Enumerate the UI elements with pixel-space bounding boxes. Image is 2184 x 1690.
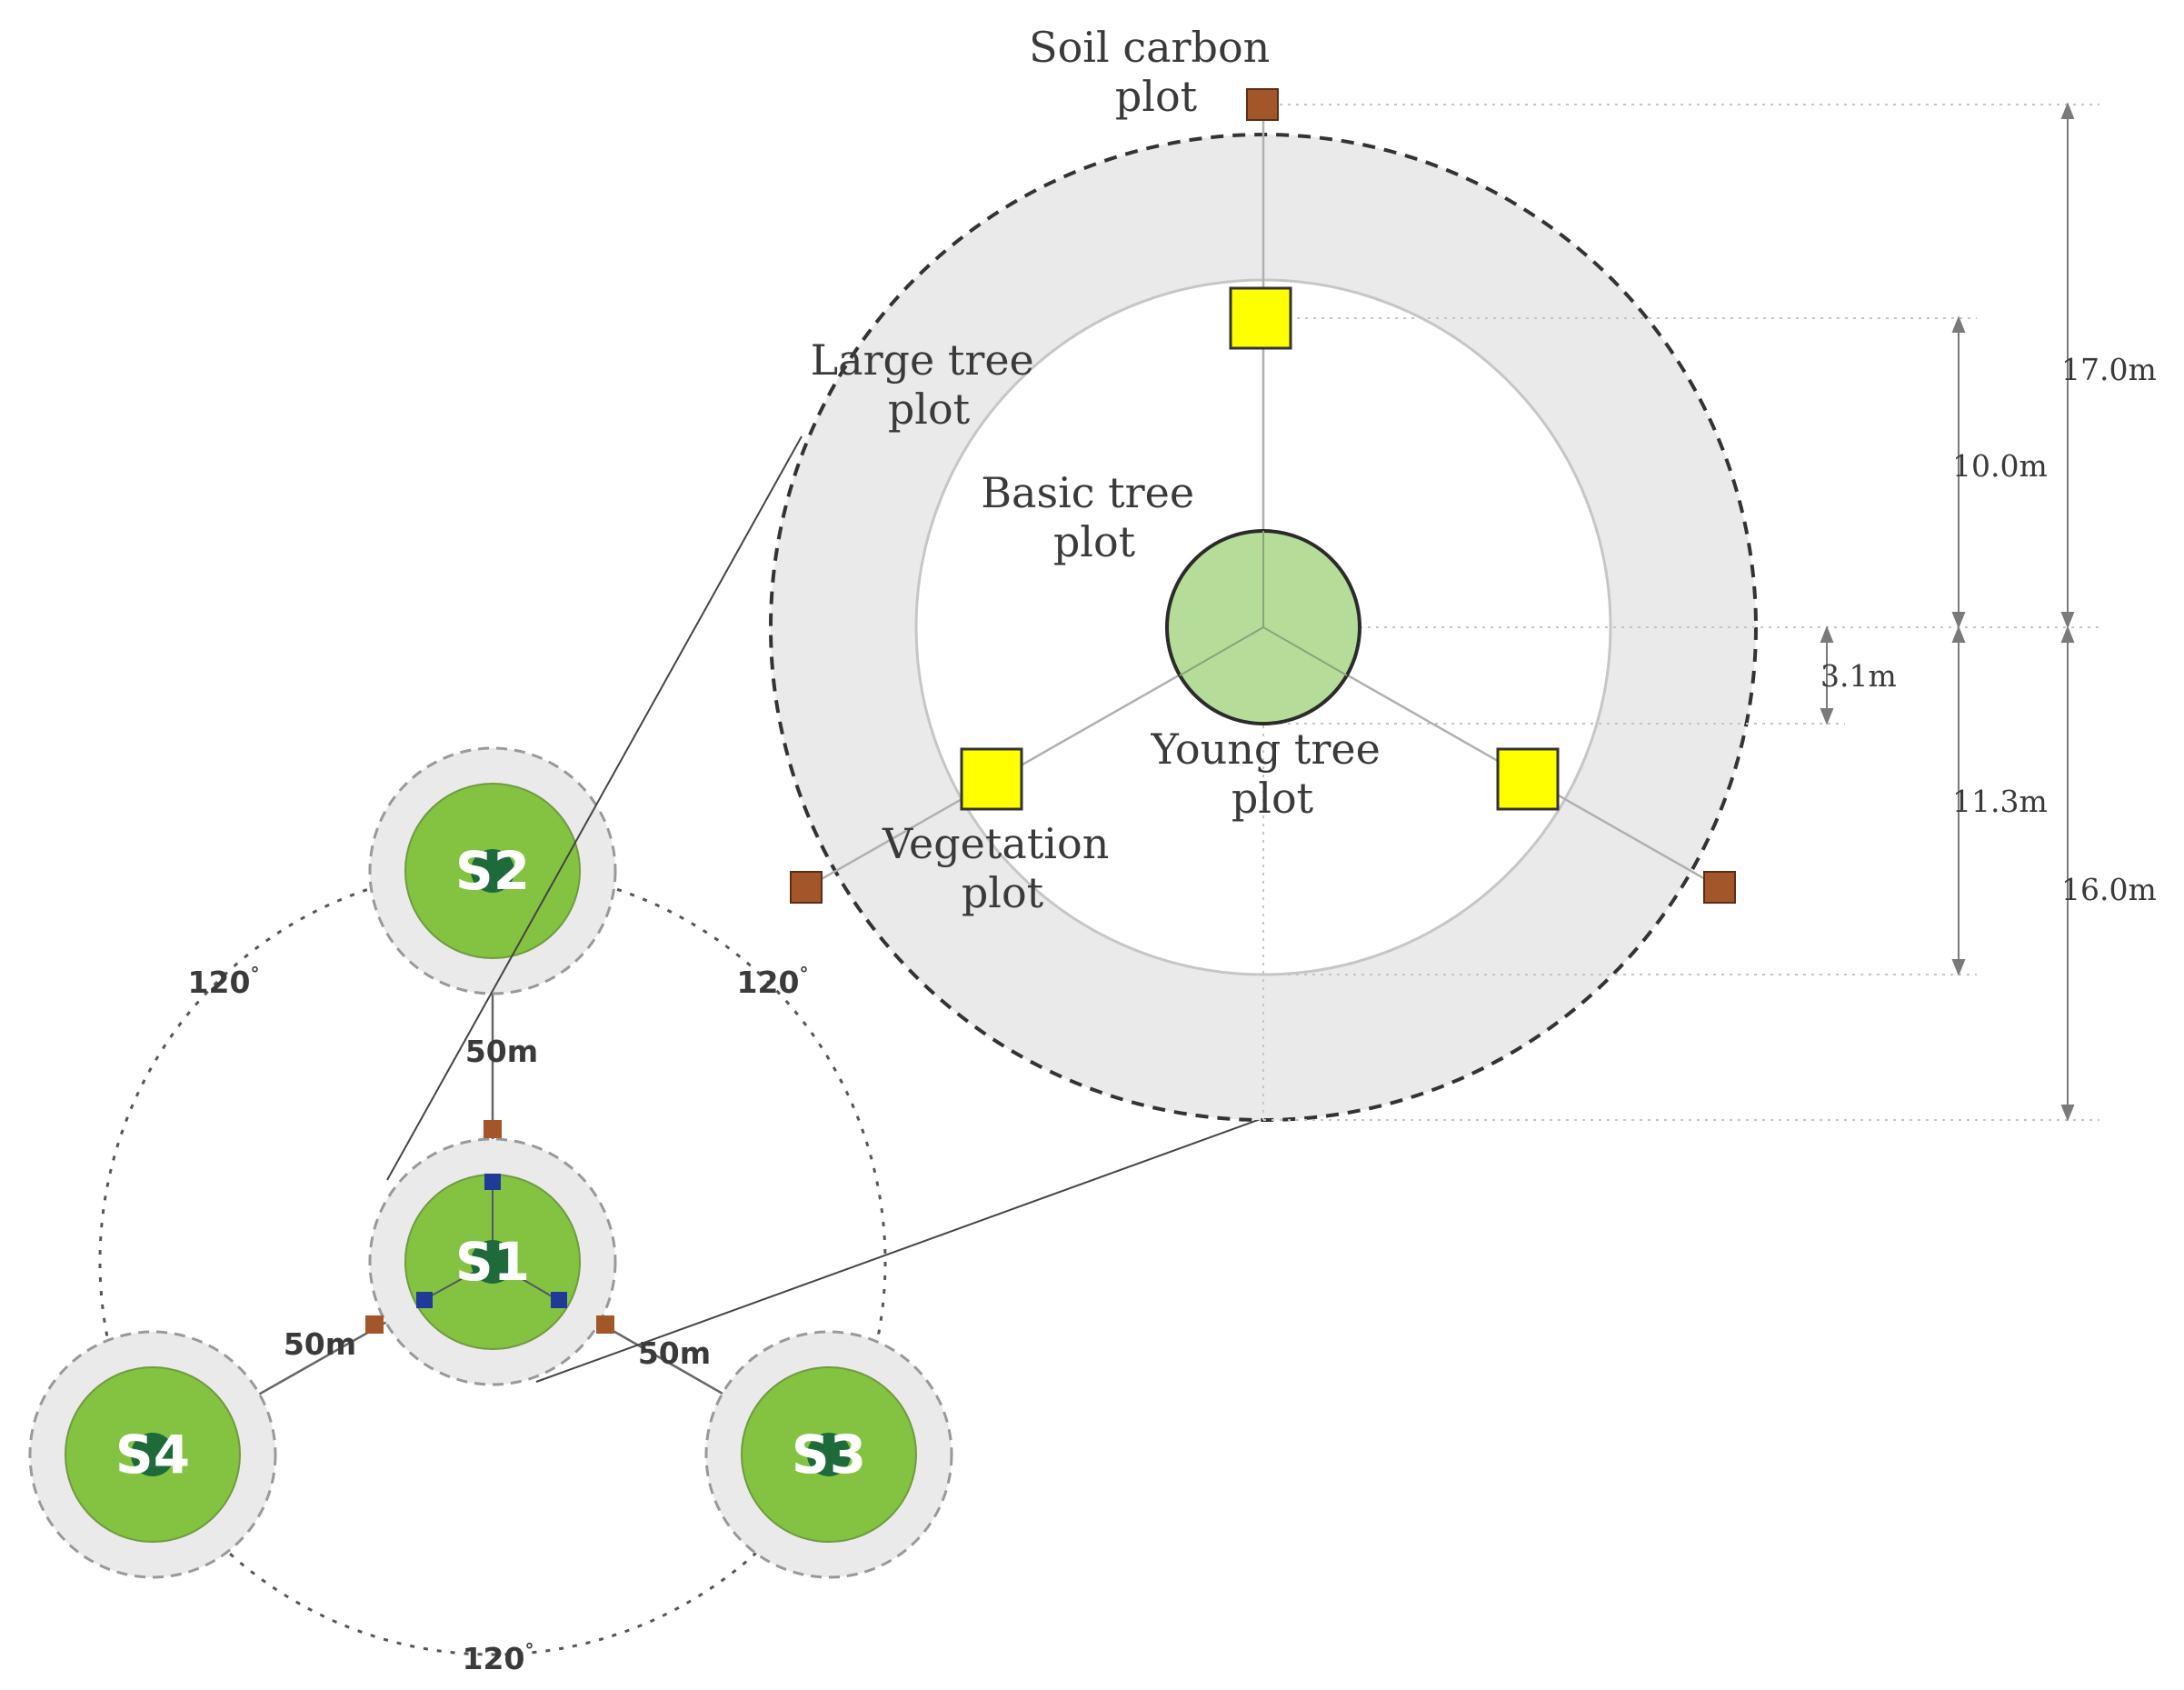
subplot-s3: S3 [704, 1330, 953, 1579]
soil-carbon-plot-label: Soil carbon plot [1029, 23, 1283, 121]
soil-carbon-label-line1: Soil carbon [1029, 23, 1270, 72]
arrow-11m-head-bottom [1951, 959, 1966, 976]
dimension-guides [1263, 104, 2099, 1121]
s1-vegetation-marker-top [484, 1174, 501, 1190]
arrow-16m-head-top [2060, 625, 2075, 643]
vegetation-plot-left [960, 747, 1023, 811]
plot-detail: 17.0m 10.0m 3.1m 11.3m 16.0m Soil carbon… [769, 23, 2157, 1122]
s1-soil-marker-top [484, 1120, 502, 1138]
subplot-s2-center [471, 849, 514, 893]
angle-value-left: 120 [188, 965, 251, 1000]
basic-tree-label-line2: plot [1053, 517, 1136, 566]
angle-label-bottom: 120° [463, 1639, 534, 1676]
distance-label-s4: 50m [284, 1326, 356, 1362]
s1-vegetation-marker-left [416, 1292, 433, 1308]
young-tree-plot-label: Young tree plot [1151, 725, 1394, 823]
vegetation-label-line2: plot [962, 868, 1044, 917]
soil-carbon-plot-right [1703, 871, 1736, 904]
dimension-arrows [1820, 102, 2075, 1122]
zoom-line-lower [535, 1081, 1364, 1383]
dimension-label-17m: 17.0m [2061, 352, 2157, 387]
basic-tree-label-line1: Basic tree [981, 468, 1194, 517]
angle-value-bottom: 120 [463, 1641, 525, 1676]
degree-mark-bottom: ° [524, 1639, 534, 1661]
arrow-17m-head-bottom [2060, 612, 2075, 629]
subplot-s2-label: S2 [455, 840, 530, 902]
young-tree-label-line2: plot [1232, 774, 1314, 823]
subplot-s1-label: S1 [455, 1231, 530, 1293]
young-tree-label-line1: Young tree [1151, 725, 1381, 774]
s1-vegetation-marker-right [551, 1292, 567, 1308]
soil-carbon-label-line2: plot [1115, 72, 1198, 121]
large-tree-label-line1: Large tree [811, 335, 1034, 385]
arrow-11m-head-top [1951, 625, 1966, 643]
s1-soil-marker-left [365, 1315, 384, 1334]
vegetation-plot-top [1229, 286, 1292, 350]
soil-carbon-plot-left [790, 871, 823, 904]
cluster-dotted-circle [98, 867, 887, 1656]
subplot-s3-center [807, 1433, 851, 1476]
subplot-s4-label: S4 [115, 1424, 190, 1485]
vegetation-label-line1: Vegetation [882, 819, 1109, 868]
dimension-label-3m: 3.1m [1820, 658, 1897, 694]
arrow-16m-head-bottom [2060, 1105, 2075, 1122]
basic-tree-plot-label: Basic tree plot [981, 468, 1207, 566]
degree-mark-right: ° [799, 963, 808, 985]
dimension-label-11m: 11.3m [1952, 784, 2048, 819]
arrow-3m-head-top [1820, 625, 1834, 643]
vegetation-plot-label: Vegetation plot [882, 819, 1122, 917]
arrow-3m-head-bottom [1820, 708, 1834, 725]
degree-mark-left: ° [250, 963, 259, 985]
arrow-10m-head-bottom [1951, 612, 1966, 629]
vegetation-plot-right [1496, 747, 1560, 811]
distance-label-s2: 50m [465, 1034, 538, 1069]
large-tree-plot-label: Large tree plot [811, 335, 1048, 434]
zoom-line-upper [386, 435, 803, 1181]
young-spoke-left [1179, 626, 1264, 676]
dimension-label-10m: 10.0m [1952, 448, 2048, 484]
arrow-17m-head-top [2060, 102, 2075, 119]
angle-value-right: 120 [737, 965, 800, 1000]
subplot-s1: S1 [365, 1120, 617, 1386]
angle-label-right: 120° [737, 963, 809, 1000]
s1-soil-marker-right [596, 1315, 614, 1334]
subplot-s2: S2 [368, 746, 617, 995]
young-spoke-right [1262, 626, 1348, 676]
subplot-s3-label: S3 [792, 1424, 866, 1485]
subplot-s1-center [471, 1240, 514, 1284]
dimension-label-16m: 16.0m [2061, 872, 2157, 907]
angle-label-left: 120° [188, 963, 260, 1000]
cluster-layout: S2 S4 S3 S1 [28, 746, 953, 1676]
subplot-s4: S4 [28, 1330, 277, 1579]
soil-carbon-plot-top [1246, 88, 1279, 121]
large-tree-label-line2: plot [888, 385, 971, 434]
subplot-s4-center [131, 1433, 175, 1476]
arrow-10m-head-top [1951, 315, 1966, 333]
